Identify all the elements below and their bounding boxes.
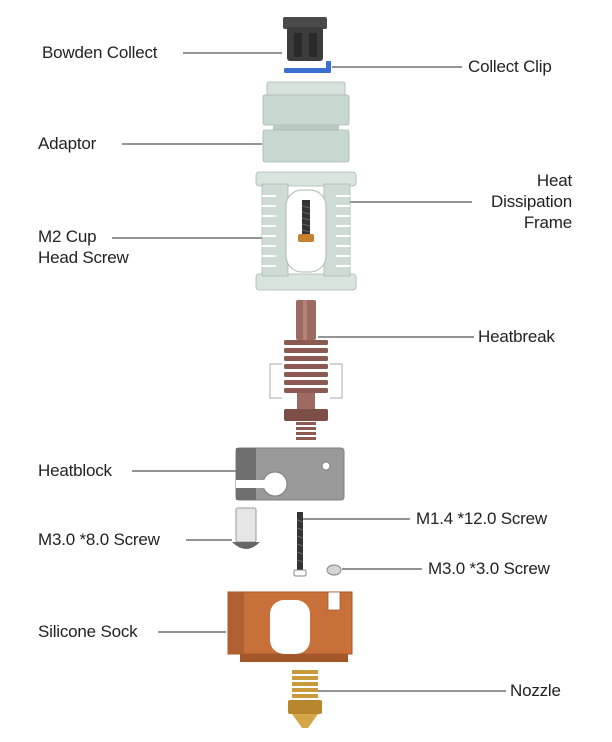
- label-bowden-collect: Bowden Collect: [42, 43, 158, 62]
- silicone-sock-part: [227, 591, 353, 662]
- m30-3-screw-part: [326, 564, 342, 576]
- label-m14-screw: M1.4 *12.0 Screw: [416, 509, 547, 528]
- label-heat-dissipation-frame-line-1: Heat: [536, 171, 572, 190]
- m30-8-screw-part: [232, 507, 260, 549]
- label-silicone-sock: Silicone Sock: [38, 622, 138, 641]
- m2-cup-head-screw-part: [298, 200, 314, 242]
- collect-clip-part: [284, 61, 331, 73]
- bowden-collect-part: [283, 17, 327, 61]
- label-collect-clip: Collect Clip: [468, 57, 552, 76]
- heatbreak-part: [269, 300, 343, 440]
- label-m2-cup-head-screw: M2 Cup Head Screw: [38, 226, 129, 268]
- label-adaptor: Adaptor: [38, 134, 97, 153]
- label-m30-8-screw: M3.0 *8.0 Screw: [38, 530, 160, 549]
- m14-screw-part: [293, 512, 307, 577]
- adaptor-part: [262, 81, 350, 163]
- label-heat-dissipation-frame: Heat Dissipation Frame: [470, 170, 572, 233]
- label-heatblock: Heatblock: [38, 461, 112, 480]
- heatblock-part: [235, 447, 345, 501]
- label-nozzle: Nozzle: [510, 681, 561, 700]
- label-heatbreak: Heatbreak: [478, 327, 555, 346]
- label-m30-3-screw: M3.0 *3.0 Screw: [428, 559, 550, 578]
- label-m2-cup-head-screw-line-1: M2 Cup: [38, 227, 97, 246]
- label-heat-dissipation-frame-line-3: Frame: [523, 213, 572, 232]
- label-m2-cup-head-screw-line-2: Head Screw: [38, 248, 129, 267]
- label-heat-dissipation-frame-line-2: Dissipation: [491, 192, 572, 211]
- nozzle-part: [288, 670, 322, 728]
